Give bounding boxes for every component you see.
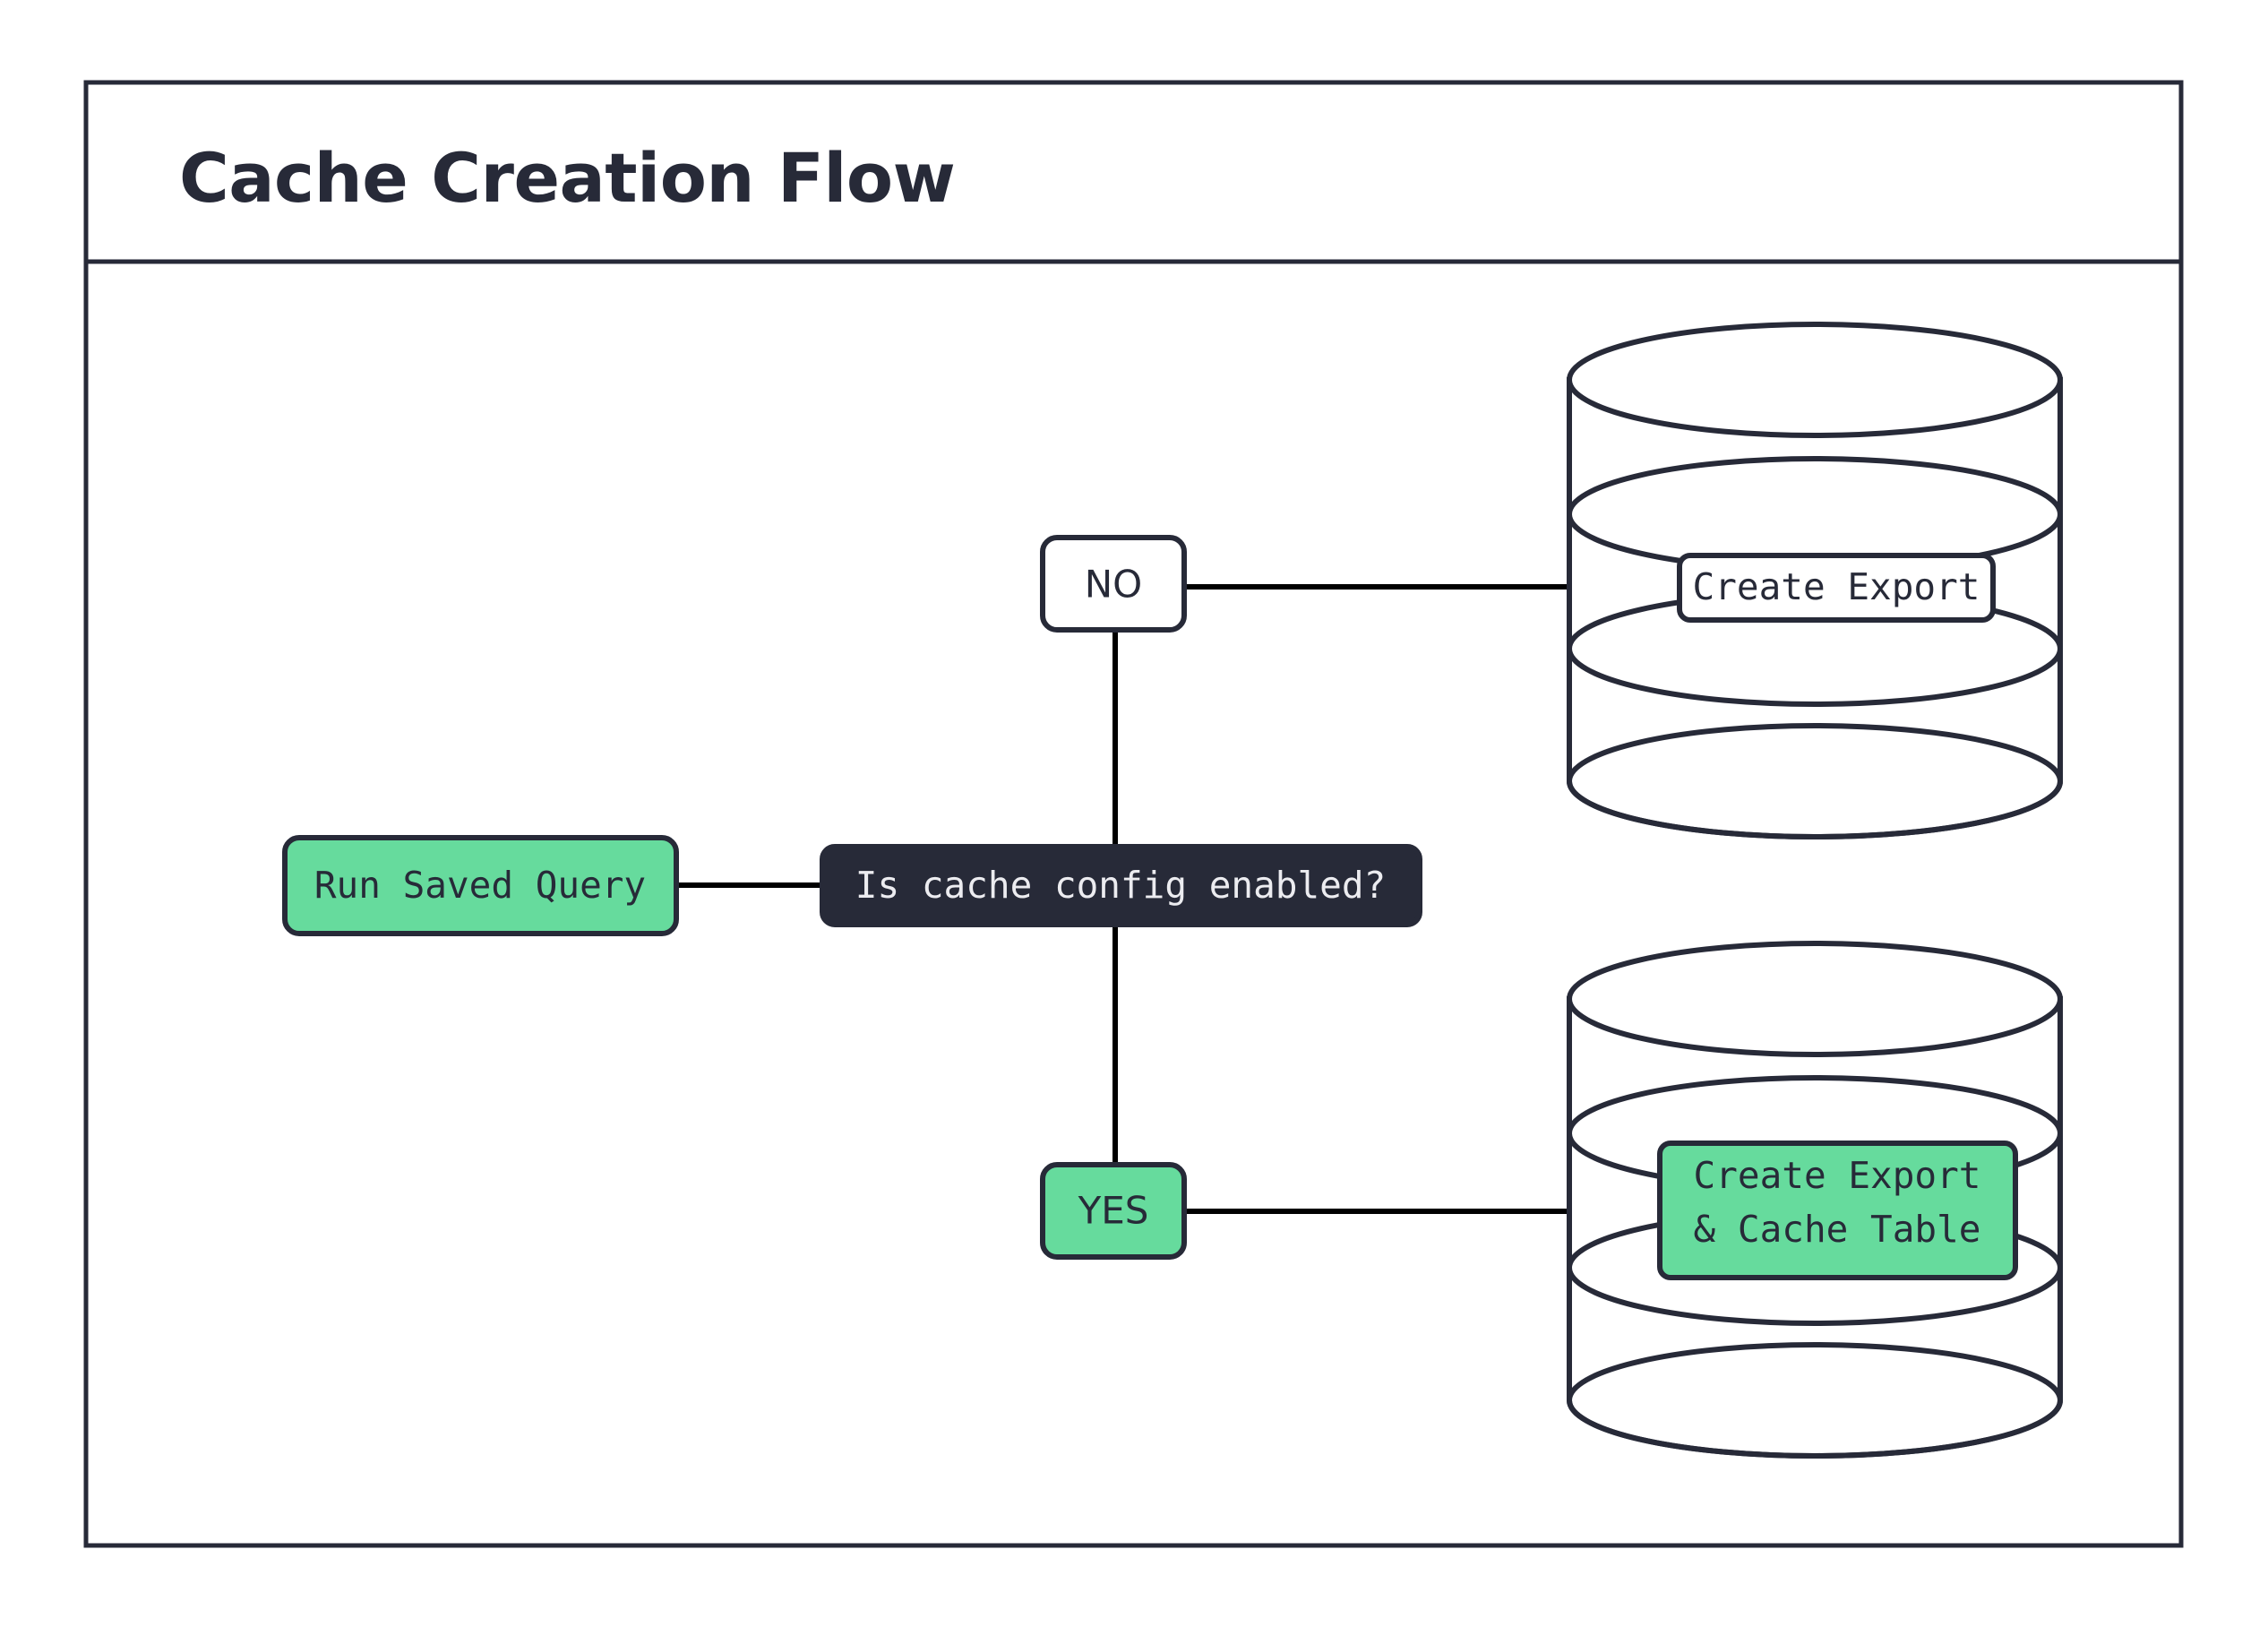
db-top-label: Create Export [1693,565,1980,608]
db-bottom-label-line1: Create Export [1694,1154,1981,1197]
db-top-label-chip [1677,553,1996,623]
node-is-cache-config-enabled[interactable]: Is cache config enabled? [820,844,1422,927]
db-bottom-ring-4 [1567,1342,2063,1459]
node-branch-yes-box [1040,1162,1187,1260]
node-run-saved-query-box [282,835,679,936]
diagram-frame [83,80,2184,1548]
db-bottom-ring-1 [1567,941,2063,1057]
db-bottom-label-chip [1657,1141,2018,1280]
node-run-saved-query[interactable]: Run Saved Query [282,835,679,936]
node-branch-yes[interactable]: YES [1040,1162,1187,1260]
db-top-ring-4 [1567,723,2063,839]
node-branch-no-box [1040,535,1187,633]
db-node-create-export[interactable]: Create Export [1567,322,2063,839]
edge-group [676,584,1576,1214]
node-decision-label: Is cache config enabled? [855,864,1386,907]
node-run-saved-query-label: Run Saved Query [314,864,646,907]
node-branch-no-label: NO [1085,563,1142,607]
node-branch-yes-label: YES [1078,1189,1149,1233]
node-branch-no[interactable]: NO [1040,535,1187,633]
page-title: Cache Creation Flow [179,138,955,218]
db-bottom-label-line2: & Cache Table [1694,1208,1981,1251]
db-node-create-export-and-cache-table[interactable]: Create Export & Cache Table [1567,941,2063,1459]
db-top-ring-1 [1567,322,2063,438]
node-decision-box [820,844,1422,927]
